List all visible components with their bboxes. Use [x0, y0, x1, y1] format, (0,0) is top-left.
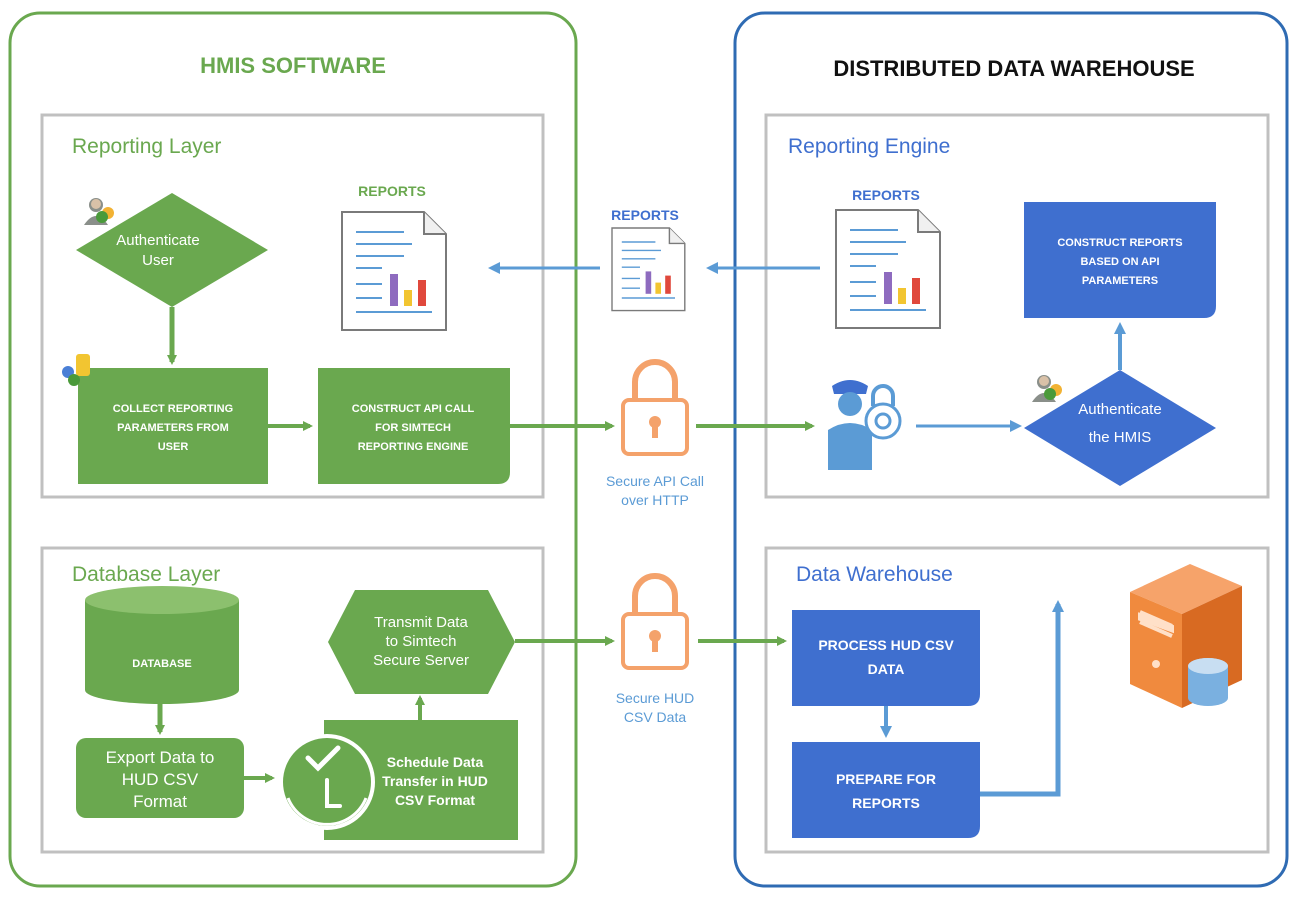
transmit-line1: Transmit Data	[374, 614, 468, 631]
authenticate-user-diamond	[76, 193, 268, 307]
construct-line3: REPORTING ENGINE	[358, 441, 469, 453]
secure-hud-line2: CSV Data	[624, 709, 686, 725]
authenticate-user-line1: Authenticate	[116, 232, 199, 249]
reporting-engine-panel	[764, 113, 1270, 499]
authenticate-user-line2: User	[142, 252, 174, 269]
transmit-line3: Secure Server	[373, 652, 469, 669]
data-warehouse-title: Data Warehouse	[796, 563, 953, 586]
engine-reports-label: REPORTS	[852, 187, 920, 203]
construct-api-call-box	[318, 368, 510, 484]
construct-reports-box	[1024, 202, 1216, 318]
schedule-line1: Schedule Data	[387, 754, 484, 770]
export-data-box	[76, 738, 244, 818]
reporting-layer-title: Reporting Layer	[72, 135, 221, 158]
construct-line2: FOR SIMTECH	[375, 422, 451, 434]
prepare-line1: PREPARE FOR	[836, 771, 936, 787]
collect-line3: USER	[158, 441, 189, 453]
process-hud-box	[792, 610, 980, 706]
construct-line1: CONSTRUCT API CALL	[352, 403, 475, 415]
construct-reports-line2: BASED ON API	[1080, 256, 1159, 268]
server-icon	[1130, 564, 1242, 708]
collect-params-box	[78, 368, 268, 484]
arrow-prepare-to-engine	[980, 600, 1064, 797]
export-line1: Export Data to	[106, 748, 215, 767]
hmis-reports-label: REPORTS	[358, 183, 426, 199]
secure-api-line2: over HTTP	[621, 492, 689, 508]
export-line2: HUD CSV	[122, 770, 199, 789]
report-document-icon	[835, 209, 941, 329]
collect-line1: COLLECT REPORTING	[113, 403, 233, 415]
database-layer-panel	[40, 546, 545, 854]
secure-hud-line1: Secure HUD	[616, 690, 695, 706]
reporting-engine-title: Reporting Engine	[788, 135, 950, 158]
authenticate-hmis-diamond	[1024, 370, 1216, 486]
padlock-icon	[623, 576, 687, 668]
database-layer-title: Database Layer	[72, 563, 220, 586]
database-cylinder	[85, 586, 239, 704]
schedule-line3: CSV Format	[395, 792, 475, 808]
report-document-icon	[341, 211, 447, 331]
clock-check-icon	[279, 734, 375, 830]
data-warehouse-container	[733, 11, 1289, 888]
user-icon	[84, 198, 114, 225]
collect-line2: PARAMETERS FROM	[117, 422, 229, 434]
hmis-title: HMIS SOFTWARE	[200, 53, 386, 78]
data-warehouse-panel	[764, 546, 1270, 854]
prepare-line2: REPORTS	[852, 795, 920, 811]
report-document-icon	[611, 227, 686, 312]
authenticate-hmis-line2: the HMIS	[1089, 429, 1152, 446]
database-user-icon	[62, 354, 90, 386]
process-line1: PROCESS HUD CSV	[818, 637, 954, 653]
transmit-line2: to Simtech	[386, 633, 457, 650]
secure-api-line1: Secure API Call	[606, 473, 704, 489]
warehouse-title: DISTRIBUTED DATA WAREHOUSE	[833, 56, 1194, 81]
reporting-layer-panel	[40, 113, 545, 499]
schedule-line2: Transfer in HUD	[382, 773, 488, 789]
construct-reports-line3: PARAMETERS	[1082, 275, 1158, 287]
transmit-data-hexagon	[328, 590, 515, 694]
process-line2: DATA	[868, 661, 905, 677]
middle-reports-label: REPORTS	[611, 207, 679, 223]
user-icon	[1032, 375, 1062, 402]
database-label: DATABASE	[132, 658, 191, 670]
prepare-reports-box	[792, 742, 980, 838]
export-line3: Format	[133, 792, 187, 811]
padlock-icon	[623, 362, 687, 454]
hmis-software-container	[8, 11, 578, 888]
security-guard-icon	[828, 380, 902, 470]
construct-reports-line1: CONSTRUCT REPORTS	[1057, 237, 1182, 249]
authenticate-hmis-line1: Authenticate	[1078, 401, 1161, 418]
